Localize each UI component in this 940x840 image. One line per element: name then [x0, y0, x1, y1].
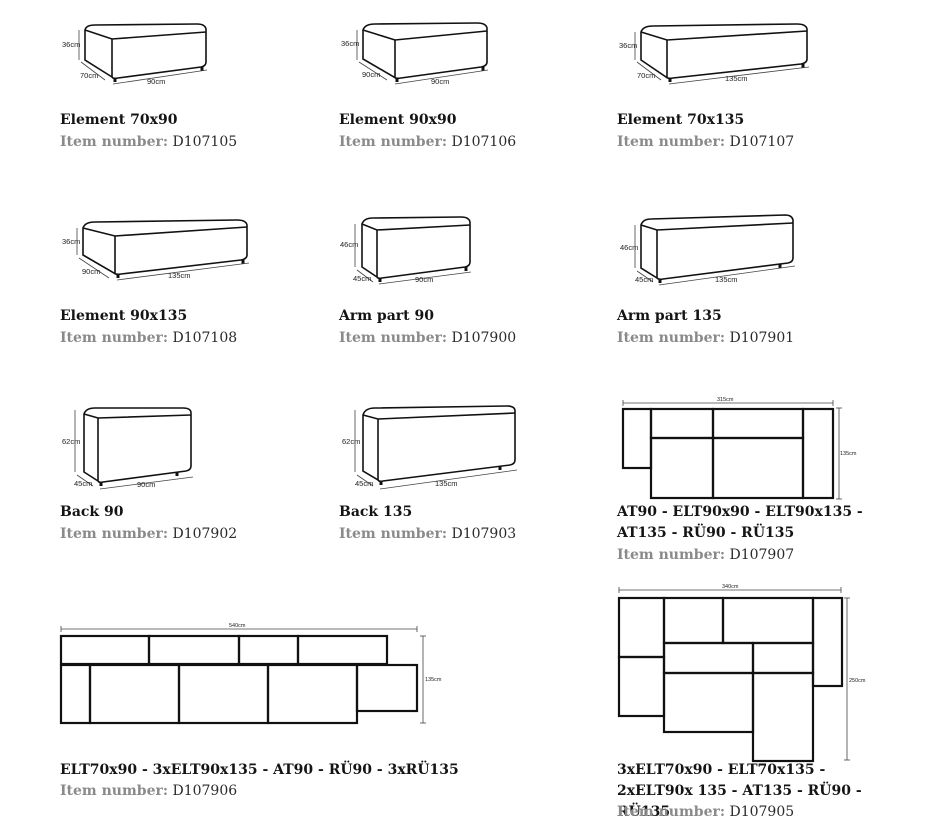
- dim-width-label: 90cm: [415, 275, 433, 284]
- item-number-label: Item number:: [617, 330, 726, 346]
- item-number-value: D107903: [451, 526, 517, 542]
- item-number: Item number: D107903: [339, 524, 516, 545]
- item-number: Item number: D107905: [617, 802, 794, 823]
- dim-height-label: 36cm: [341, 39, 359, 48]
- back-90-drawing: 62cm 45cm 90cm: [62, 407, 194, 490]
- item-number-label: Item number:: [339, 330, 448, 346]
- dim-height-label: 62cm: [62, 437, 80, 446]
- item-number-value: D107907: [729, 547, 795, 563]
- item-number: Item number: D107108: [60, 328, 237, 349]
- dim-width-label: 135cm: [435, 479, 458, 488]
- dim-depth-label: 45cm: [355, 479, 373, 488]
- dim-height-label: 62cm: [342, 437, 360, 446]
- item-number-label: Item number:: [339, 526, 448, 542]
- dim-width-label: 540cm: [229, 623, 246, 629]
- dim-depth-label: 90cm: [362, 70, 380, 79]
- dim-height-label: 36cm: [62, 40, 80, 49]
- product-title: Element 90x135: [60, 308, 188, 324]
- item-number: Item number: D107902: [60, 524, 237, 545]
- item-number: Item number: D107106: [339, 132, 516, 153]
- dim-depth-label: 135cm: [425, 677, 442, 683]
- dim-width-label: 135cm: [168, 271, 191, 280]
- item-number: Item number: D107105: [60, 132, 237, 153]
- element-90x135-drawing: 36cm 90cm 135cm: [62, 219, 250, 281]
- dim-width-label: 135cm: [715, 275, 738, 284]
- item-number-label: Item number:: [617, 547, 726, 563]
- dim-depth-label: 135cm: [840, 451, 857, 457]
- product-title: Arm part 90: [339, 308, 434, 324]
- dim-width-label: 315cm: [717, 397, 734, 403]
- back-135-drawing: 62cm 45cm 135cm: [342, 405, 518, 490]
- item-number: Item number: D107901: [617, 328, 794, 349]
- dim-depth-label: 250cm: [849, 678, 866, 684]
- dim-width-label: 90cm: [147, 77, 165, 86]
- combo-d107906-drawing: 540cm 135cm: [59, 623, 442, 725]
- item-number: Item number: D107900: [339, 328, 516, 349]
- product-title: ELT70x90 - 3xELT90x135 - AT90 - RÜ90 - 3…: [60, 762, 459, 778]
- product-title: Element 90x90: [339, 112, 457, 128]
- item-number-value: D107107: [729, 134, 795, 150]
- item-number-label: Item number:: [339, 134, 448, 150]
- element-90x90-drawing: 36cm 90cm 90cm: [341, 22, 489, 86]
- item-number-value: D107108: [172, 330, 238, 346]
- product-title: Back 135: [339, 504, 413, 520]
- product-title: 3xELT70x90 - ELT70x135 - 2xELT90x 135 - …: [617, 762, 862, 820]
- dim-height-label: 36cm: [62, 237, 80, 246]
- dim-depth-label: 45cm: [635, 275, 653, 284]
- dim-height-label: 46cm: [340, 240, 358, 249]
- element-70x90-drawing: 36cm 70cm 90cm: [62, 23, 208, 86]
- dim-depth-label: 90cm: [82, 267, 100, 276]
- item-number-label: Item number:: [60, 134, 169, 150]
- item-number-value: D107906: [172, 783, 238, 799]
- product-title: Arm part 135: [617, 308, 722, 324]
- arm-part-90-drawing: 46cm 45cm 90cm: [340, 216, 472, 285]
- dim-depth-label: 45cm: [353, 274, 371, 283]
- dim-width-label: 90cm: [137, 480, 155, 489]
- product-title: Element 70x90: [60, 112, 178, 128]
- product-title: Back 90: [60, 504, 124, 520]
- dim-width-label: 135cm: [725, 74, 748, 83]
- item-number-label: Item number:: [617, 804, 726, 820]
- dim-depth-label: 70cm: [637, 71, 655, 80]
- item-number-value: D107902: [172, 526, 238, 542]
- item-number: Item number: D107906: [60, 781, 237, 802]
- arm-part-135-drawing: 46cm 45cm 135cm: [620, 214, 796, 286]
- item-number-value: D107105: [172, 134, 238, 150]
- item-number-value: D107905: [729, 804, 795, 820]
- combo-d107905-drawing: 340cm 250cm: [617, 584, 866, 763]
- product-title: Element 70x135: [617, 112, 745, 128]
- dim-height-label: 46cm: [620, 243, 638, 252]
- item-number: Item number: D107107: [617, 132, 794, 153]
- item-number-value: D107901: [729, 330, 795, 346]
- dim-depth-label: 45cm: [74, 479, 92, 488]
- dim-width-label: 340cm: [722, 584, 739, 590]
- combo-d107907-drawing: 315cm 135cm: [621, 397, 857, 500]
- item-number-value: D107106: [451, 134, 517, 150]
- item-number-label: Item number:: [60, 330, 169, 346]
- element-70x135-drawing: 36cm 70cm 135cm: [619, 23, 810, 85]
- item-number-label: Item number:: [60, 783, 169, 799]
- item-number-label: Item number:: [617, 134, 726, 150]
- dim-depth-label: 70cm: [80, 71, 98, 80]
- dim-height-label: 36cm: [619, 41, 637, 50]
- item-number-value: D107900: [451, 330, 517, 346]
- item-number: Item number: D107907: [617, 545, 794, 566]
- product-title: AT90 - ELT90x90 - ELT90x135 - AT135 - RÜ…: [617, 504, 863, 541]
- dim-width-label: 90cm: [431, 77, 449, 86]
- item-number-label: Item number:: [60, 526, 169, 542]
